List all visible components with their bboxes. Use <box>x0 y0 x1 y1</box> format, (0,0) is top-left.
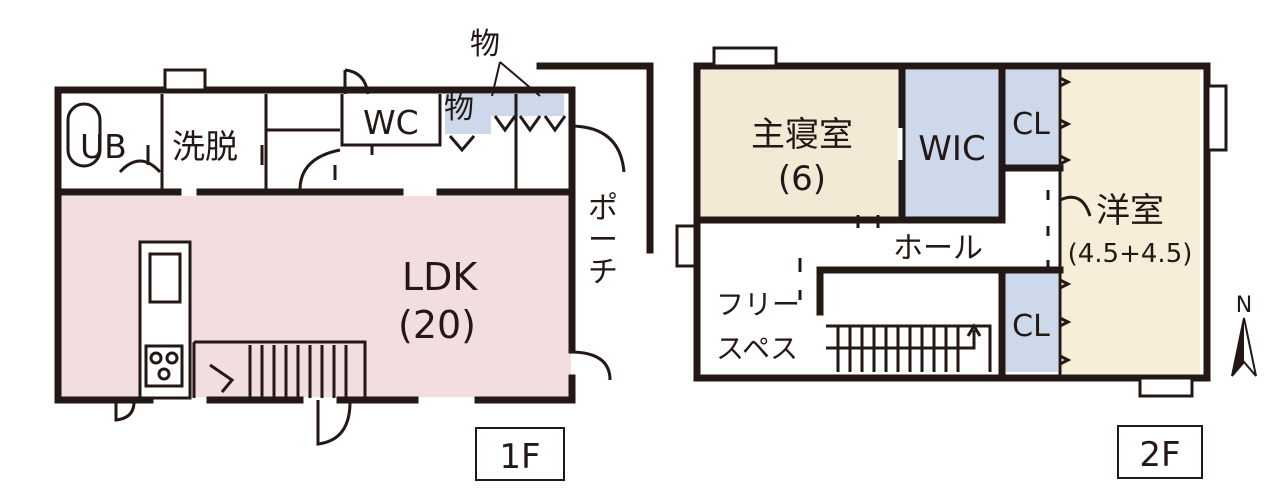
western-fill <box>1060 70 1200 374</box>
hall-label: ホール <box>893 231 983 266</box>
master-label: 主寝室 <box>751 115 853 155</box>
storage-fill <box>445 94 491 134</box>
window-top <box>163 68 207 92</box>
ub-label: UB <box>80 127 127 166</box>
badge-1f-box <box>475 427 565 481</box>
badge-1f: 1F <box>499 437 540 477</box>
window-2f-top <box>712 46 778 68</box>
badge-2f-box <box>1117 425 1203 479</box>
compass: N <box>1231 293 1257 377</box>
cl-top-fill <box>1004 70 1058 168</box>
kitchen-sink <box>148 252 182 304</box>
free-space-label-1: フリー <box>716 288 800 321</box>
wall-outer-1f <box>54 86 576 404</box>
compass-label: N <box>1236 293 1252 318</box>
storage-label-lower: 物 <box>444 91 474 126</box>
door-arc-hall <box>298 148 341 191</box>
stairs-1f <box>192 340 367 398</box>
wall-porch <box>536 62 654 254</box>
window-2f-left <box>675 224 697 268</box>
wall-void <box>816 266 1064 316</box>
senatsu-label: 洗脱 <box>172 127 238 166</box>
cl-top-label: CL <box>1012 107 1050 142</box>
porch-label-2: ー <box>588 223 618 258</box>
western-size-label: (4.5+4.5) <box>1068 239 1193 269</box>
window-2f-right <box>1206 84 1228 152</box>
stairs-2f <box>826 323 992 372</box>
western-label: 洋室 <box>1096 191 1164 231</box>
door-arc-left <box>114 400 136 422</box>
wall-outer-2f <box>693 62 1211 382</box>
window-2f-bottom <box>1138 376 1194 398</box>
floor-1: UB 洗脱 WC 物 物 ポ ー チ LDK (20) 1F <box>54 27 654 481</box>
cl-bottom-label: CL <box>1012 309 1050 344</box>
storage-doors <box>448 115 567 153</box>
bathtub <box>66 102 102 168</box>
wc-label: WC <box>363 103 419 142</box>
storage-label-upper: 物 <box>470 27 500 62</box>
badge-2f: 2F <box>1139 435 1180 475</box>
door-arc-bottom <box>316 400 352 446</box>
cl-bottom-fill <box>1004 272 1058 372</box>
floor-2: 主寝室 (6) WIC CL CL 洋室 (4.5+4.5) ホール フリー ス… <box>675 46 1228 479</box>
porch-label-3: チ <box>588 255 618 290</box>
bath-arc <box>118 159 162 174</box>
storage-fill-2 <box>491 94 564 116</box>
door-arc-wc <box>343 68 370 95</box>
master-fill <box>700 70 900 218</box>
wic-fill <box>904 70 1000 218</box>
ldk-label: LDK <box>402 255 478 299</box>
porch-label-1: ポ <box>588 191 618 226</box>
door-arc-porch <box>569 124 626 381</box>
wic-label: WIC <box>918 129 985 169</box>
partition-wc <box>340 94 442 147</box>
storage-pointer <box>491 61 541 97</box>
ldk-size-label: (20) <box>398 303 476 347</box>
free-space-label-2: スペス <box>716 332 798 365</box>
ldk-fill <box>61 196 571 397</box>
master-size-label: (6) <box>778 159 826 199</box>
